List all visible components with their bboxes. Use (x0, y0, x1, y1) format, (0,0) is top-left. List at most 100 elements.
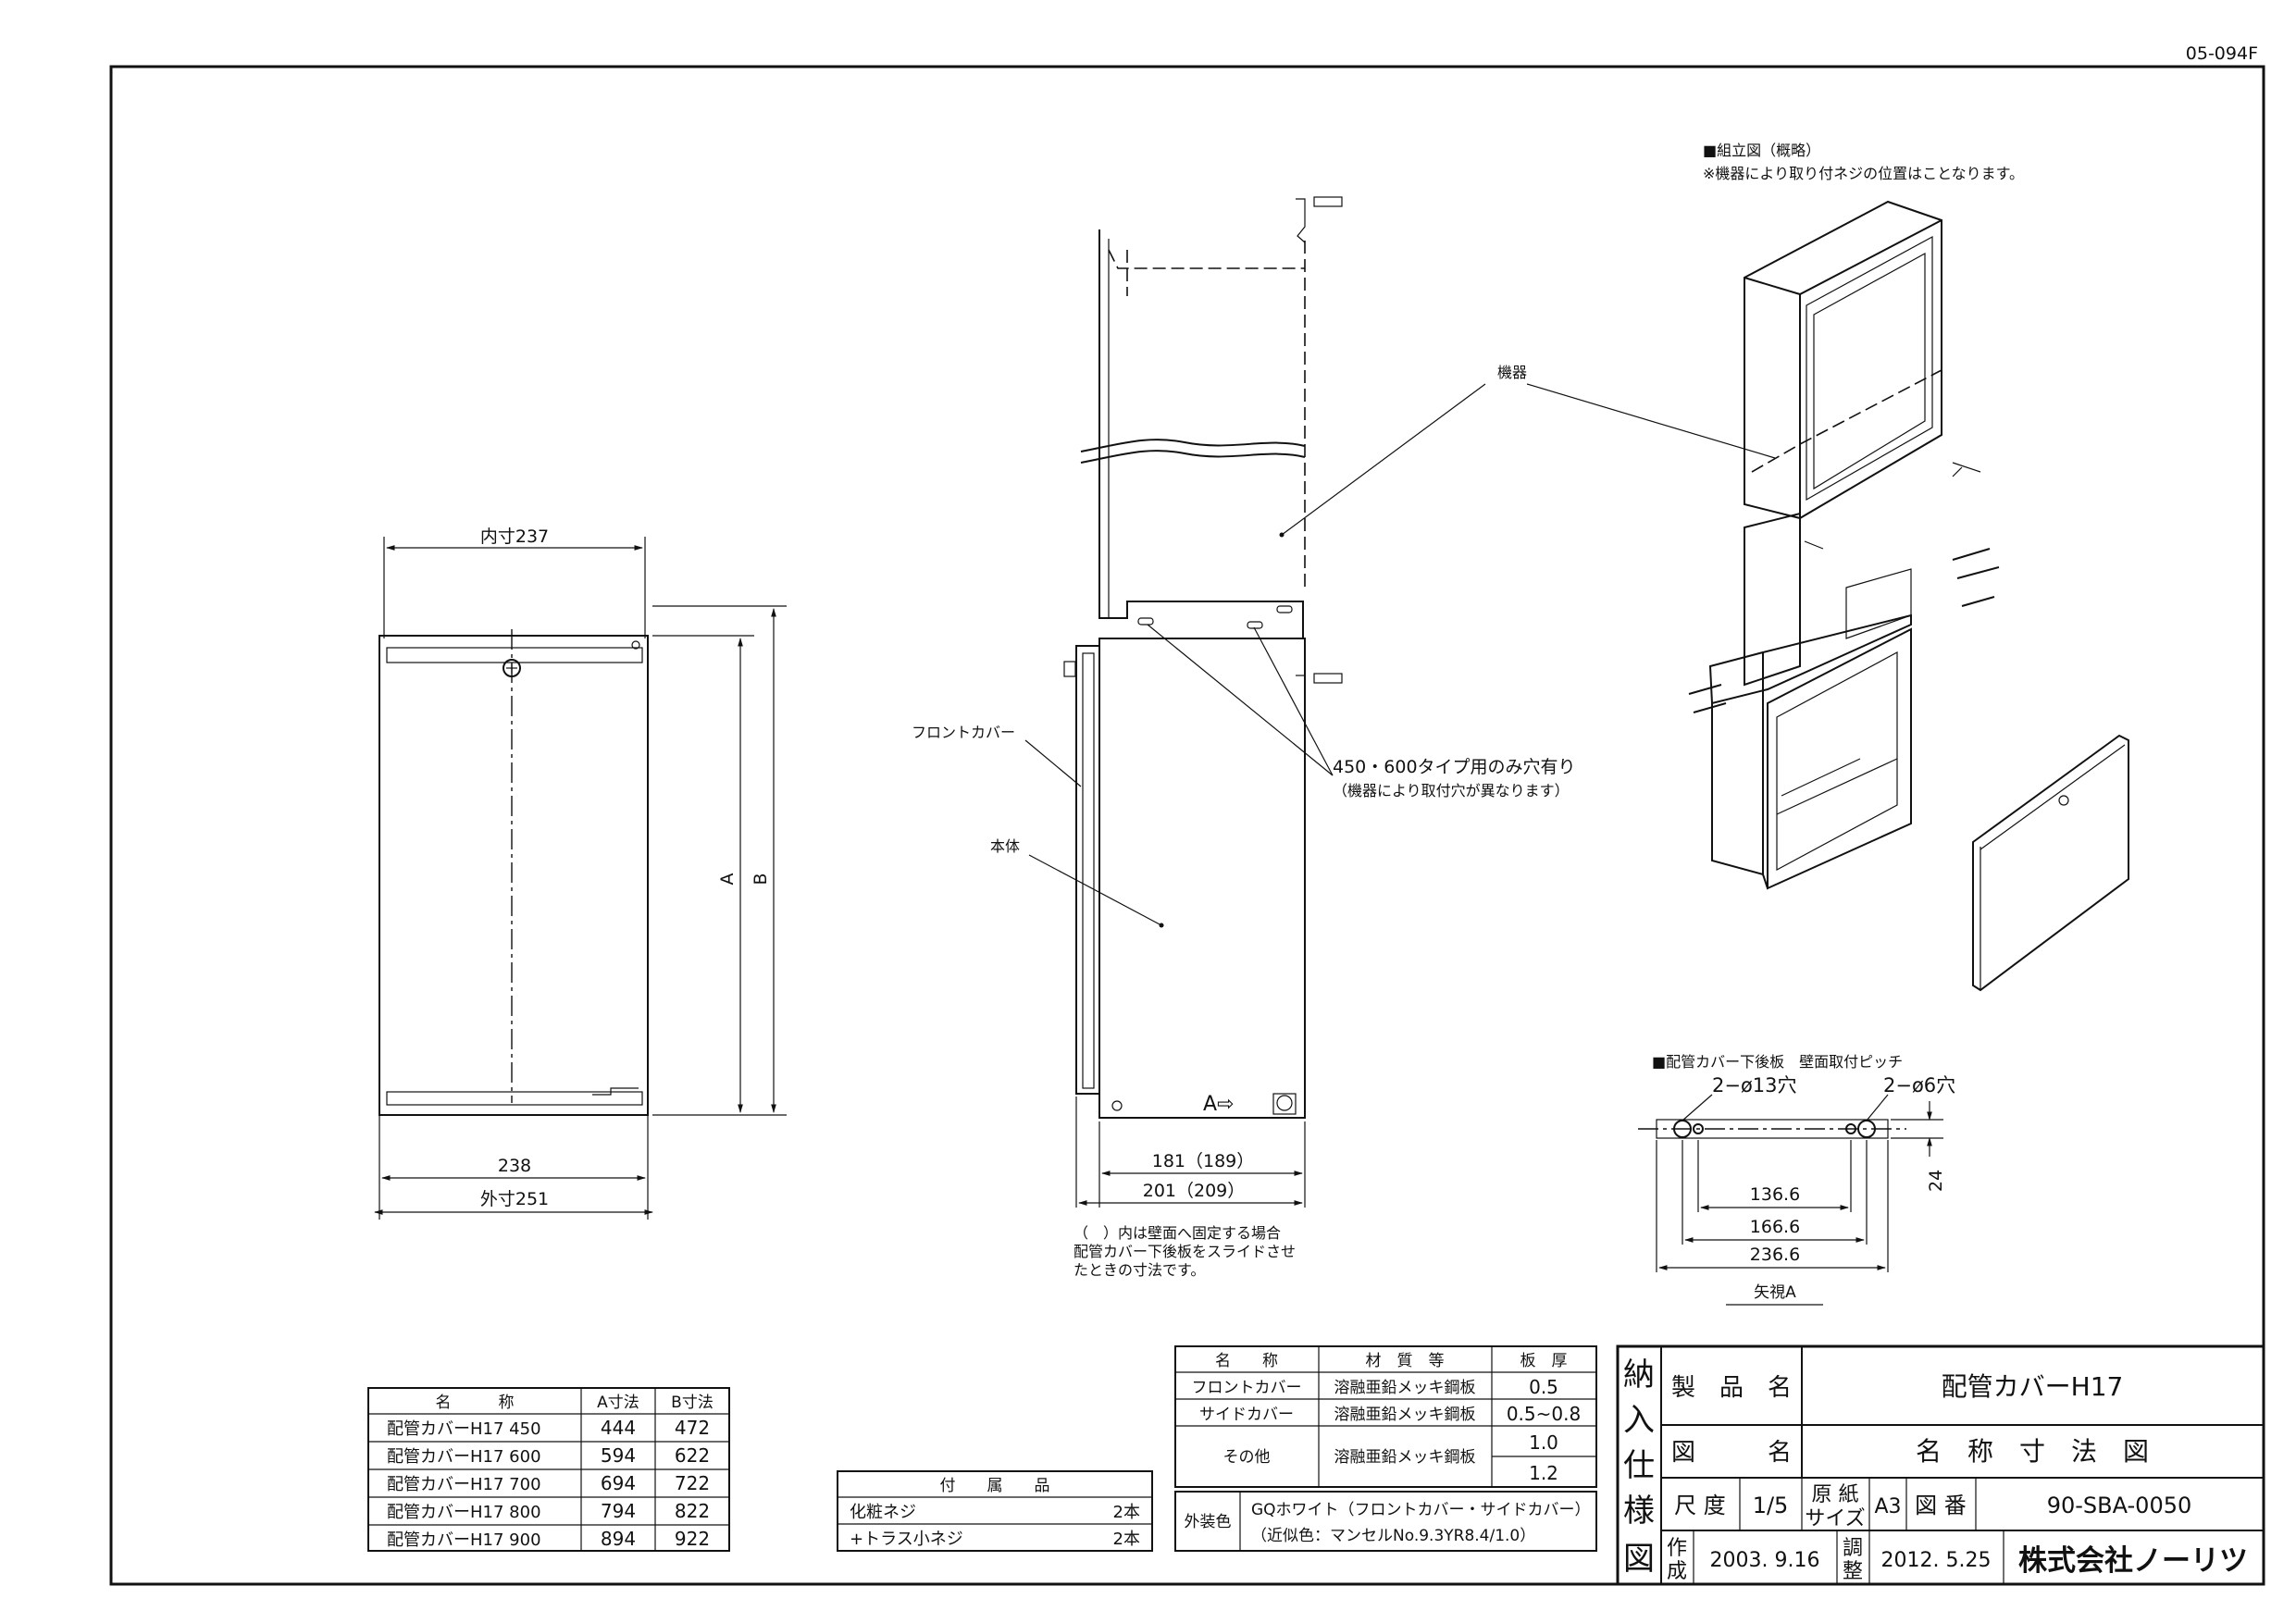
dim-238: 238 (498, 1156, 531, 1176)
tb-vertical-char: 様 (1623, 1493, 1655, 1530)
material-cell: 0.5 (1529, 1376, 1558, 1398)
product-label: 製 品 名 (1671, 1374, 1792, 1402)
size-cell: 配管カバーH17 450 (387, 1419, 541, 1439)
size-cell: 794 (601, 1500, 636, 1522)
size-cell: 配管カバーH17 800 (387, 1503, 541, 1522)
paper-label-1: 原 紙 (1812, 1483, 1859, 1506)
drawing-number-value: 90-SBA-0050 (2047, 1493, 2192, 1518)
anchor-screw-icon (1313, 673, 1343, 684)
material-cell: 溶融亜鉛メッキ鋼板 (1334, 1406, 1476, 1424)
color-line-1: GQホワイト（フロントカバー・サイドカバー） (1251, 1501, 1591, 1519)
assembly-view: ■組立図（概略） ※機器により取り付ネジの位置はことなります。 (1688, 142, 2129, 992)
paper-value: A3 (1874, 1495, 1901, 1518)
drawing-border (109, 65, 2265, 1586)
dim-166-6: 166.6 (1750, 1217, 1800, 1237)
tb-vertical-char: 仕 (1623, 1447, 1655, 1484)
made-label-1: 作 (1667, 1537, 1687, 1560)
drawing-code: 05-094F (2186, 43, 2258, 64)
size-cell: 配管カバーH17 900 (387, 1530, 541, 1550)
size-cell: 694 (601, 1472, 636, 1494)
accessory-cell: 化粧ネジ (850, 1503, 916, 1522)
tb-vertical-char: 入 (1623, 1402, 1655, 1439)
scale-label: 尺 度 (1674, 1493, 1726, 1518)
body-callout: 本体 (990, 837, 1020, 855)
dim-hole-13: 2−ø13穴 (1712, 1074, 1797, 1096)
size-header-name: 名 称 (436, 1394, 515, 1412)
hole-6-icon (1845, 1123, 1856, 1134)
material-cell: 溶融亜鉛メッキ鋼板 (1334, 1448, 1476, 1467)
arrow-a-label: A⇨ (1203, 1093, 1234, 1116)
holes-note-2: （機器により取付穴が異なります） (1333, 782, 1570, 799)
dim-hole-6: 2−ø6穴 (1883, 1074, 1955, 1096)
made-date: 2003. 9.16 (1710, 1549, 1820, 1572)
assembly-title: ■組立図（概略） (1703, 142, 1820, 159)
front-view: 内寸237 238 外寸251 A B (374, 527, 787, 1220)
material-header-material: 材 質 等 (1366, 1352, 1445, 1370)
dim-24: 24 (1926, 1170, 1946, 1192)
material-header-thickness: 板 厚 (1520, 1352, 1568, 1370)
dim-outer-width: 外寸251 (480, 1189, 549, 1209)
accessory-cell: 2本 (1113, 1530, 1140, 1549)
title-block: 納 入 仕 様 図 製 品 名 配管カバーH17 図 名 名 称 寸 法 図 尺… (1616, 1344, 2265, 1586)
screw-icon (1952, 548, 2000, 607)
hole-6-icon (1693, 1123, 1704, 1134)
dim-a: A (717, 873, 738, 886)
made-label-2: 成 (1667, 1560, 1687, 1583)
color-line-2: （近似色：マンセルNo.9.3YR8.4/1.0） (1251, 1527, 1535, 1545)
adjust-label-2: 整 (1843, 1560, 1863, 1583)
product-value: 配管カバーH17 (1942, 1371, 2124, 1402)
dim-136-6: 136.6 (1750, 1184, 1800, 1205)
size-cell: 594 (601, 1444, 636, 1467)
material-table: 名 称 材 質 等 板 厚 フロントカバー 溶融亜鉛メッキ鋼板 0.5 サイドカ… (1174, 1345, 1597, 1552)
drawing-number-label: 図 番 (1915, 1493, 1967, 1518)
size-header-b: B寸法 (671, 1394, 714, 1412)
accessory-cell: 2本 (1113, 1503, 1140, 1522)
material-header-name: 名 称 (1215, 1352, 1278, 1370)
front-cover-callout: フロントカバー (912, 724, 1015, 741)
size-table: 名 称 A寸法 B寸法 配管カバーH17 450 444 472 配管カバーH1… (367, 1387, 730, 1552)
accessory-header: 付 属 品 (940, 1477, 1050, 1495)
assembly-note: ※機器により取り付ネジの位置はことなります。 (1703, 165, 2024, 182)
material-cell: 0.5~0.8 (1507, 1403, 1581, 1425)
material-cell: フロントカバー (1192, 1379, 1302, 1397)
paren-note-3: たときの寸法です。 (1074, 1261, 1205, 1279)
pitch-detail: ■配管カバー下後板 壁面取付ピッチ 2−ø13穴 2−ø6穴 24 136.6 … (1638, 1053, 1955, 1306)
size-cell: 894 (601, 1528, 636, 1550)
size-cell: 922 (675, 1528, 710, 1550)
dim-236-6: 236.6 (1750, 1245, 1800, 1265)
screw-icon (1952, 462, 1981, 477)
adjust-label-1: 調 (1843, 1537, 1863, 1560)
material-cell: 1.0 (1529, 1431, 1558, 1454)
screw-icon (1688, 684, 1727, 713)
company-name: 株式会社ノーリツ (2018, 1544, 2248, 1578)
tb-vertical-char: 納 (1623, 1357, 1655, 1394)
size-cell: 444 (601, 1417, 636, 1439)
size-cell: 722 (675, 1472, 710, 1494)
size-cell: 622 (675, 1444, 710, 1467)
screw-icon (503, 659, 521, 677)
dim-inner-width: 内寸237 (480, 527, 549, 547)
size-cell: 472 (675, 1417, 710, 1439)
tb-vertical-char: 図 (1623, 1541, 1655, 1578)
accessory-table: 付 属 品 化粧ネジ 2本 +トラス小ネジ 2本 (837, 1470, 1153, 1552)
drawing-name-value: 名 称 寸 法 図 (1916, 1436, 2149, 1467)
size-cell: 配管カバーH17 600 (387, 1447, 541, 1467)
material-cell: 溶融亜鉛メッキ鋼板 (1334, 1379, 1476, 1397)
paper-label-2: サイズ (1805, 1507, 1865, 1530)
dim-b: B (751, 873, 771, 885)
kiki-callout: 機器 (1497, 364, 1527, 381)
material-cell: 1.2 (1529, 1462, 1558, 1484)
size-cell: 822 (675, 1500, 710, 1522)
holes-note-1: 450・600タイプ用のみ穴有り (1333, 757, 1576, 777)
accessory-cell: +トラス小ネジ (850, 1530, 963, 1549)
material-cell: サイドカバー (1199, 1406, 1294, 1424)
drawing-name-label: 図 名 (1671, 1439, 1792, 1467)
side-view: A⇨ 181（189） 201（209） （ ）内は壁面へ固定する場合 配管カバ… (912, 196, 1776, 1279)
dim-181: 181（189） (1152, 1151, 1255, 1171)
anchor-screw-icon (1313, 196, 1343, 207)
color-label: 外装色 (1185, 1513, 1232, 1531)
adjust-date: 2012. 5.25 (1881, 1549, 1992, 1572)
pitch-title: ■配管カバー下後板 壁面取付ピッチ (1652, 1053, 1903, 1071)
scale-value: 1/5 (1753, 1493, 1789, 1518)
